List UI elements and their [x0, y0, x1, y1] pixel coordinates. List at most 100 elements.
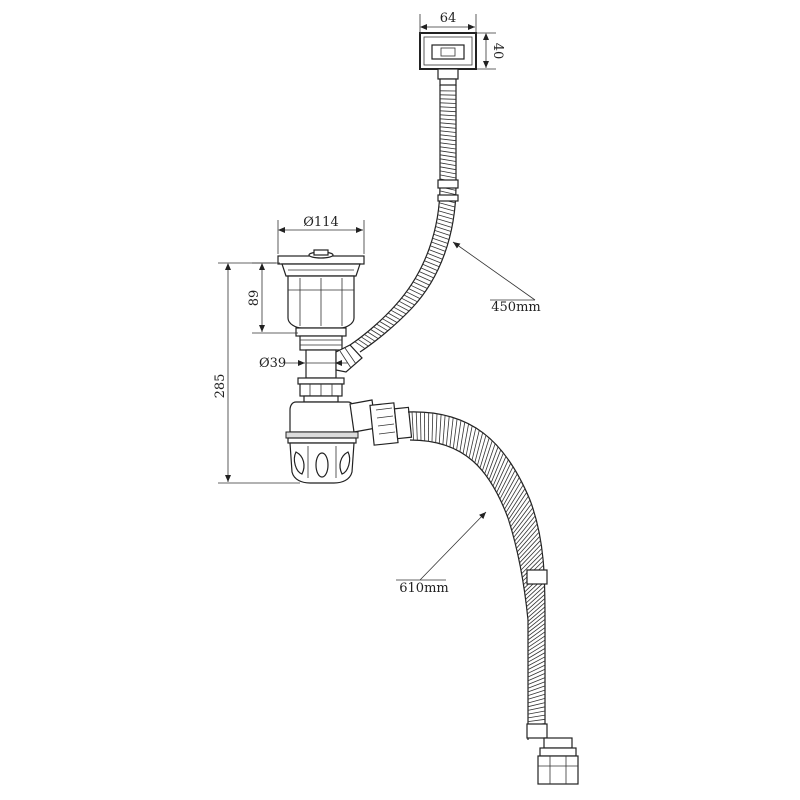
hose-rib — [420, 411, 422, 441]
hose-rib — [522, 556, 544, 578]
hose-rib — [431, 241, 447, 248]
hose-rib — [360, 336, 372, 345]
hose-rib — [385, 315, 398, 323]
tail-pipe — [297, 344, 363, 403]
basket-height-label: 89 — [247, 290, 262, 307]
hose-rib — [439, 130, 457, 133]
hose-rib — [439, 150, 457, 154]
hose-rib — [527, 631, 546, 645]
hose-rib — [527, 698, 546, 704]
total-height-dimension: 285 — [213, 262, 300, 484]
hose-rib — [439, 106, 457, 108]
hose-rib — [492, 456, 507, 487]
hose-rib — [408, 288, 423, 296]
hose-rib — [439, 162, 457, 166]
hose-rib — [527, 685, 546, 693]
hose-rib — [519, 540, 541, 563]
hose-rib — [527, 702, 546, 708]
hose-rib — [431, 413, 434, 442]
hose-rib — [439, 154, 457, 158]
hose-rib — [527, 681, 546, 689]
hose-rib — [373, 326, 385, 334]
hose-rib — [527, 673, 546, 682]
overflow-height-label: 40 — [490, 43, 505, 60]
hose-rib — [517, 531, 540, 556]
hose-rib — [425, 256, 442, 264]
hose-rib — [521, 552, 543, 574]
hose-rib — [527, 598, 546, 615]
hose-rib — [396, 303, 410, 312]
hose-rib — [376, 323, 389, 332]
hose-rib — [439, 126, 457, 129]
hose-rib — [509, 495, 529, 524]
basket-strainer — [277, 249, 365, 351]
hose-rib — [527, 656, 546, 667]
hose-rib — [438, 206, 455, 212]
hose-rib — [412, 281, 428, 289]
overflow-height-dimension: 40 — [477, 32, 505, 70]
hose-rib — [527, 677, 546, 685]
hose-rib — [496, 462, 512, 493]
hose-rib — [527, 652, 546, 663]
basket-diameter-dimension: Ø114 — [277, 215, 365, 254]
drain-hose-length-label: 610mm — [399, 581, 448, 596]
hose-rib — [484, 443, 496, 474]
hose-rib — [442, 415, 446, 445]
hose-rib — [471, 430, 480, 461]
hose-rib — [439, 146, 457, 150]
hose-rib — [527, 627, 546, 641]
hose-rib — [527, 660, 546, 670]
hose-rib — [518, 535, 541, 560]
hose-rib — [428, 249, 445, 256]
hose-rib — [506, 488, 526, 517]
hose-rib — [527, 706, 546, 711]
hose-rib — [439, 98, 457, 100]
hose-rib — [387, 312, 401, 321]
hose-rib — [511, 503, 532, 531]
hose-rib — [488, 449, 502, 480]
hose-rib — [526, 594, 546, 611]
hose-rib — [439, 202, 456, 208]
hose-rib — [515, 519, 537, 545]
overflow-hose-length-label: 450mm — [491, 300, 540, 315]
overflow-hose — [349, 85, 459, 353]
hose-rib — [439, 174, 457, 179]
hose-rib — [422, 263, 438, 271]
hose-rib — [516, 523, 538, 549]
hose-rib — [527, 664, 546, 674]
hose-rib — [512, 507, 534, 535]
hose-rib — [479, 437, 490, 469]
hose-rib — [527, 602, 546, 619]
hose-rib — [430, 245, 446, 252]
hose-rib — [494, 459, 509, 490]
overflow-width-label: 64 — [440, 11, 457, 26]
hose-rib — [510, 499, 531, 527]
hose-rib — [427, 252, 443, 260]
hose-rib — [415, 278, 430, 286]
hose-rib — [437, 214, 454, 220]
hose-rib — [468, 427, 477, 458]
overflow-head — [419, 32, 477, 86]
hose-rib — [504, 480, 522, 510]
hose-rib — [354, 341, 366, 349]
hose-rib — [439, 118, 457, 121]
pipe-diameter-dimension: Ø39 — [259, 356, 348, 371]
hose-rib — [367, 331, 379, 340]
hose-rib — [435, 226, 452, 232]
overflow-hose-length-callout: 450mm — [452, 241, 541, 315]
hose-rib — [439, 102, 457, 104]
hose-rib — [527, 618, 546, 633]
hose-rib — [527, 623, 546, 637]
hose-rib — [439, 170, 457, 175]
hose-rib — [516, 527, 539, 553]
hose-rib — [525, 581, 545, 600]
hose-rib — [439, 134, 457, 137]
hose-rib — [439, 158, 457, 162]
hose-rib — [527, 606, 546, 622]
hose-rib — [499, 470, 516, 500]
hose-rib — [520, 544, 542, 567]
hose-rib — [415, 411, 418, 441]
hose-rib — [417, 274, 432, 282]
hose-rib — [527, 710, 546, 715]
